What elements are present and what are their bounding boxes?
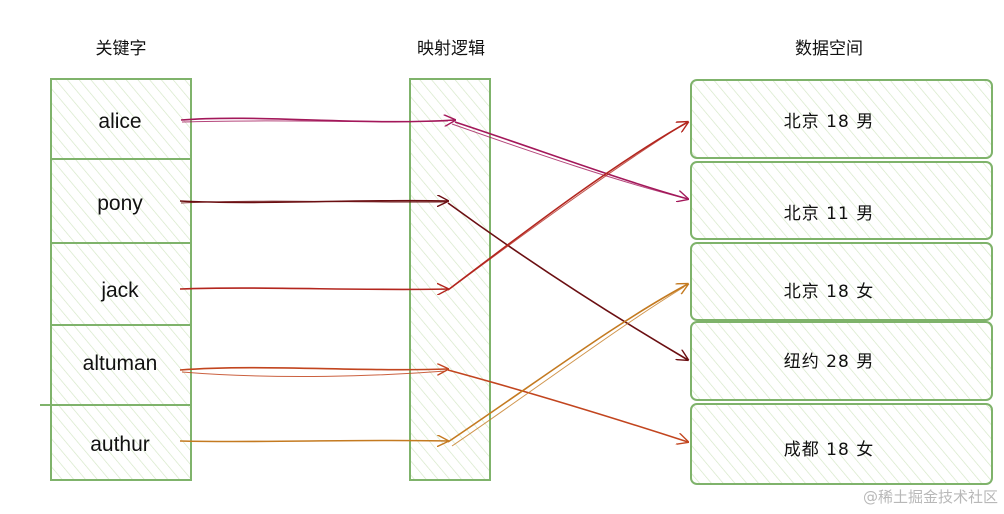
key-jack: jack xyxy=(100,279,139,302)
header-keys: 关键字 xyxy=(96,39,147,59)
arrow-mapping-to-chengdu-18 xyxy=(447,369,688,442)
data-cell-box xyxy=(690,79,993,159)
arrow-mapping-to-beijing-18-male xyxy=(447,122,688,291)
key-to-mapping-arrows xyxy=(179,118,455,441)
arrow-mapping-to-beijing-18-female-stroke xyxy=(451,286,685,447)
keys-column-box xyxy=(50,78,192,481)
data-cell-box xyxy=(690,161,993,240)
key-pony: pony xyxy=(97,192,143,215)
key-alice: alice xyxy=(98,110,141,133)
key-authur: authur xyxy=(90,433,150,456)
arrow-authur-to-mapping xyxy=(179,440,448,441)
data-cell-box xyxy=(690,403,993,485)
arrow-mapping-to-beijing-11 xyxy=(454,121,688,199)
header-mapping: 映射逻辑 xyxy=(417,39,485,59)
arrow-mapping-to-beijing-18-male-stroke xyxy=(450,123,685,289)
data-row-1: 北京 18 男 xyxy=(784,112,874,132)
key-altuman: altuman xyxy=(83,352,158,375)
mapping-column-box xyxy=(409,78,491,481)
data-row-2: 北京 11 男 xyxy=(784,204,874,224)
mapping-to-data-arrows xyxy=(447,121,688,447)
arrow-alice-to-mapping-stroke xyxy=(181,120,449,123)
data-row-4: 纽约 28 男 xyxy=(784,352,874,372)
data-cell-box xyxy=(690,321,993,401)
arrow-mapping-to-newyork-28 xyxy=(447,202,688,360)
arrow-jack-to-mapping xyxy=(179,288,448,289)
arrow-altuman-to-mapping xyxy=(179,368,448,370)
keys-column: alice pony jack altuman authur xyxy=(40,78,192,481)
header-data-space: 数据空间 xyxy=(795,39,863,59)
arrow-altuman-to-mapping-stroke xyxy=(181,370,447,378)
data-row-5: 成都 18 女 xyxy=(784,440,874,460)
arrow-mapping-to-beijing-11-stroke xyxy=(451,123,685,199)
data-column: 北京 18 男 北京 11 男 北京 18 女 纽约 28 男 成都 18 女 xyxy=(690,79,993,485)
data-row-3: 北京 18 女 xyxy=(784,282,874,302)
arrow-mapping-to-beijing-18-female xyxy=(447,284,688,443)
data-cell-box xyxy=(690,242,993,321)
arrow-pony-to-mapping-stroke xyxy=(180,200,447,204)
watermark: @稀土掘金技术社区 xyxy=(863,488,998,506)
